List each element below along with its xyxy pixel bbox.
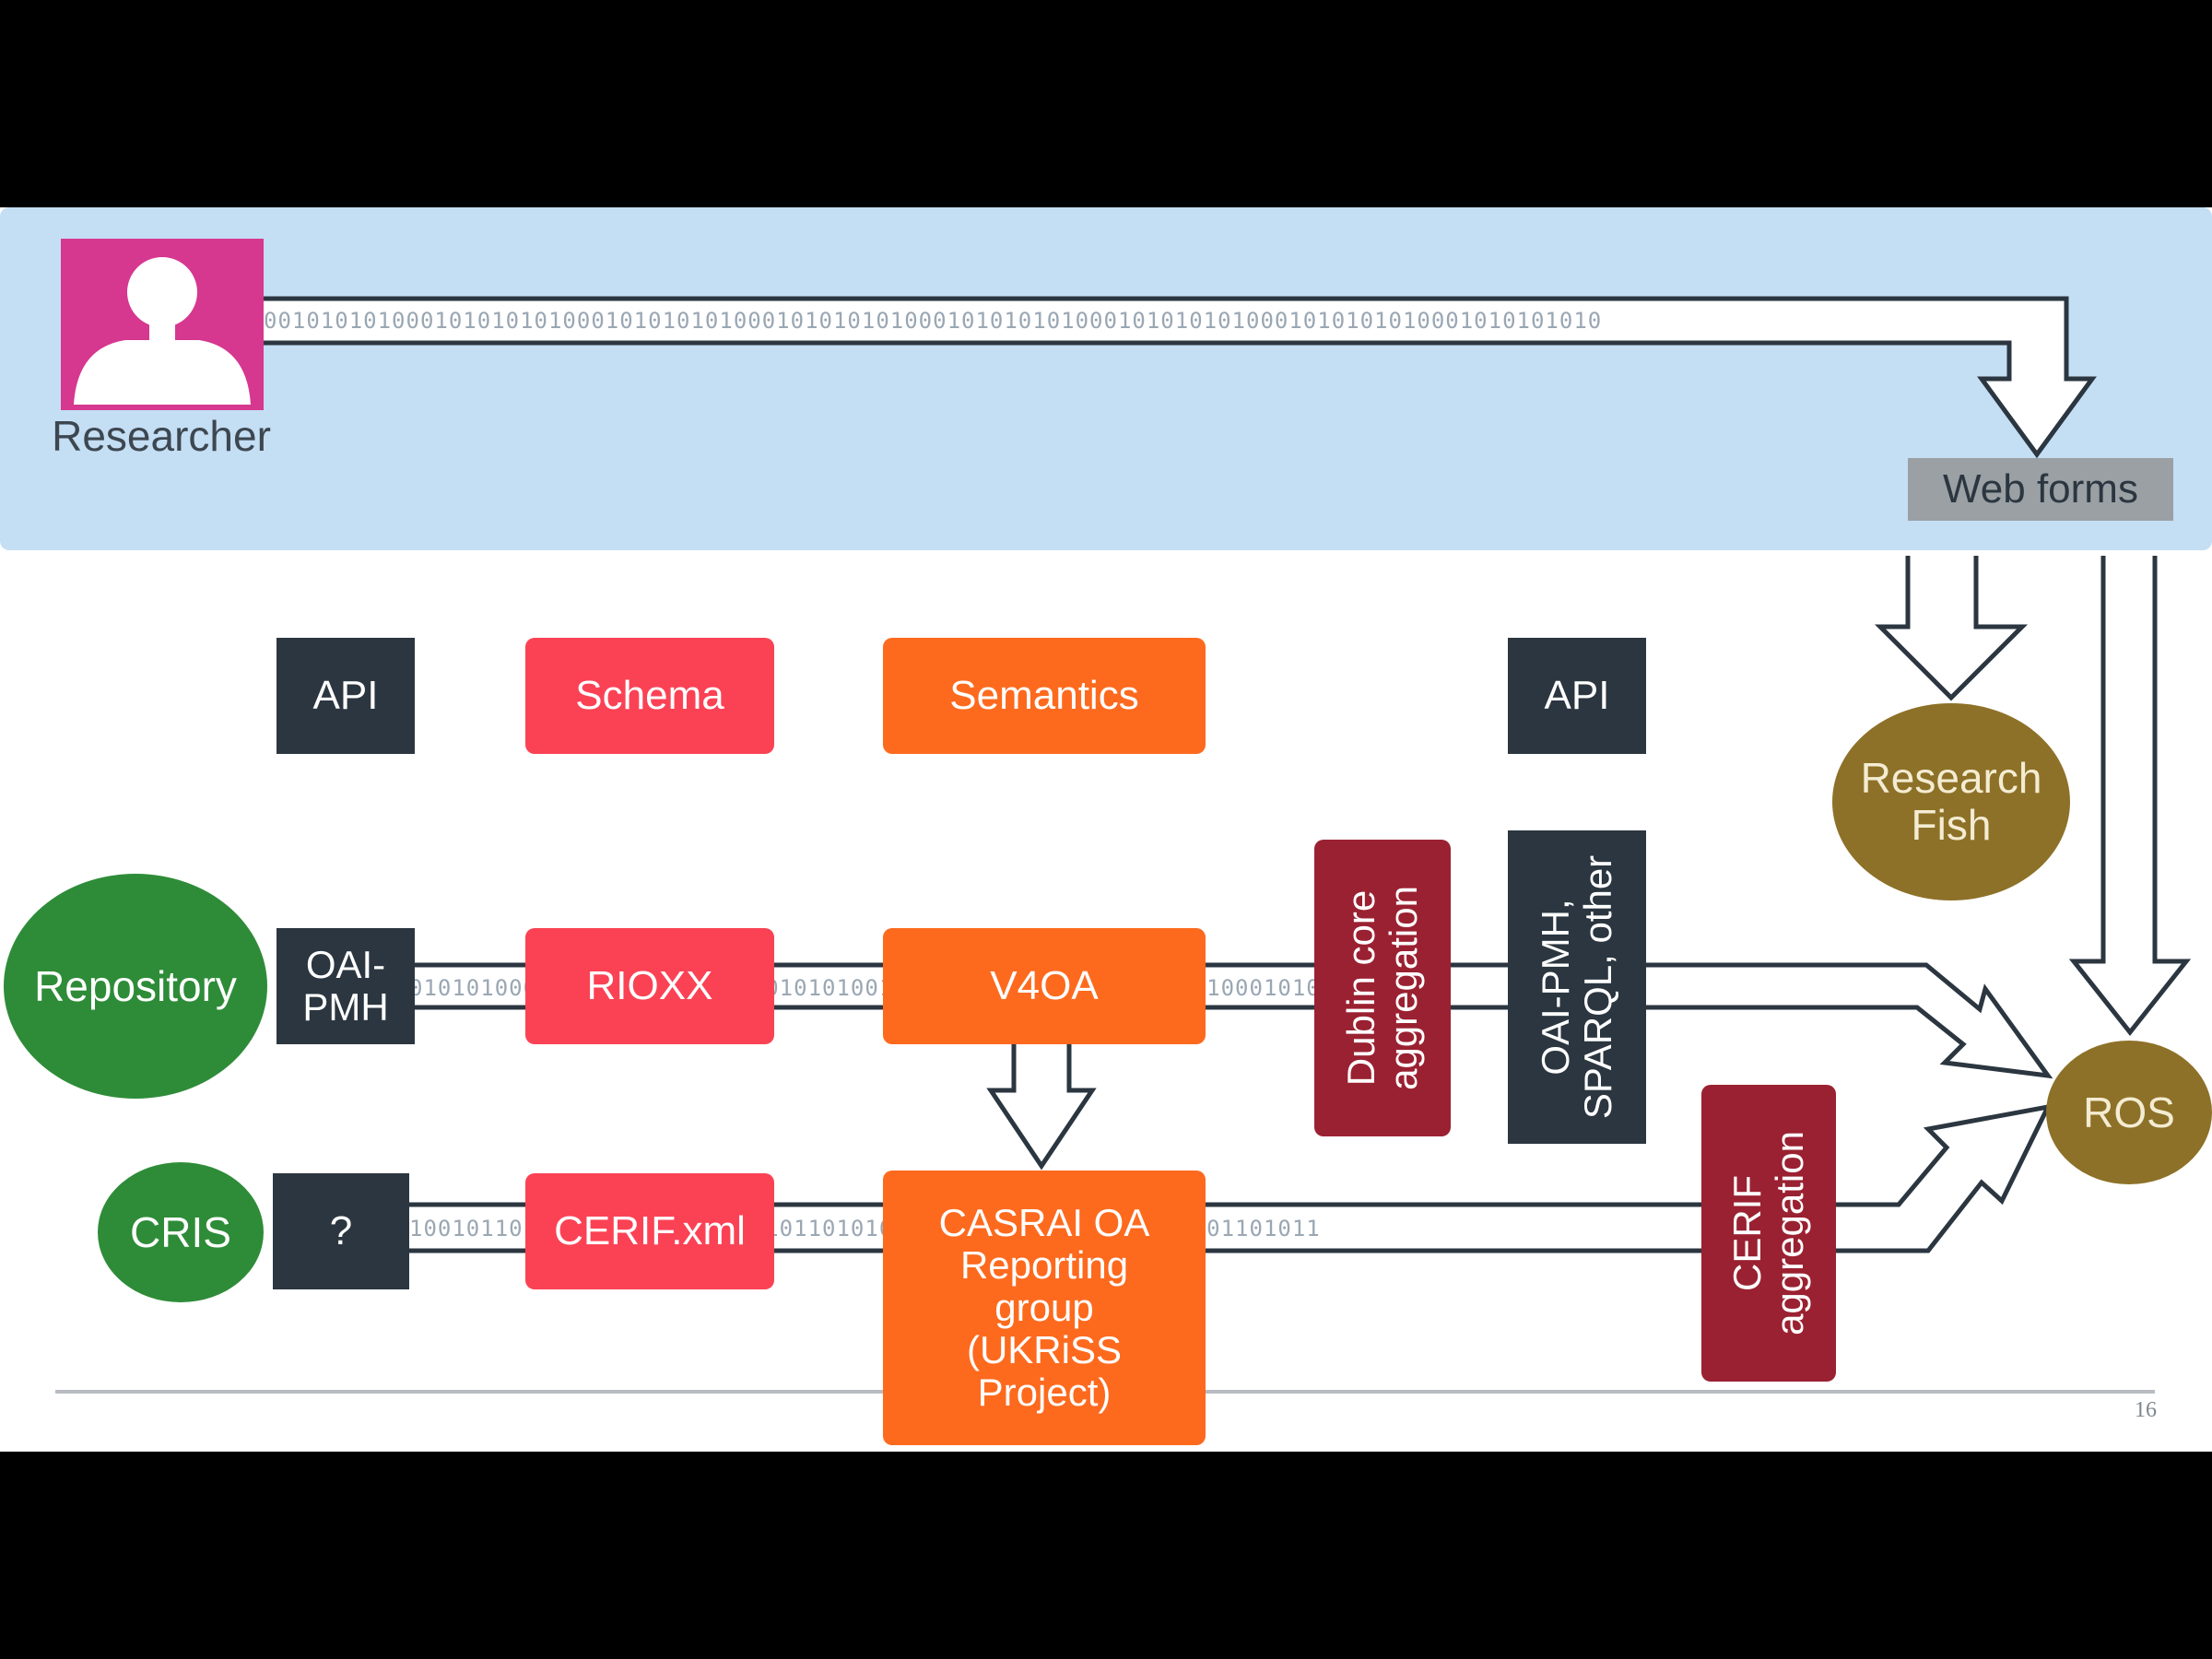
- oai-sparql-box: OAI-PMH,SPARQL, other: [1508, 830, 1646, 1144]
- arrow-researcher-to-webforms: [257, 296, 2097, 459]
- header-schema: Schema: [525, 638, 774, 754]
- researcher-label: Researcher: [52, 411, 271, 460]
- slide: 0010101010001010101010001010101010001010…: [0, 207, 2212, 1452]
- oai-sparql-label: OAI-PMH,SPARQL, other: [1533, 854, 1619, 1120]
- cris-protocol-box: ?: [273, 1173, 409, 1289]
- rioxx-box: RIOXX: [525, 928, 774, 1044]
- casrai-box: CASRAI OA Reporting group (UKRiSS Projec…: [883, 1171, 1206, 1445]
- research-fish-node: Research Fish: [1832, 703, 2070, 900]
- arrow-webforms-to-ros: [2068, 556, 2192, 1037]
- arrow-v4oa-to-casrai: [986, 1041, 1097, 1171]
- v4oa-box: V4OA: [883, 928, 1206, 1044]
- repository-protocol-box: OAI- PMH: [276, 928, 415, 1044]
- header-api-left: API: [276, 638, 415, 754]
- repository-node: Repository: [4, 874, 267, 1099]
- header-semantics: Semantics: [883, 638, 1206, 754]
- research-fish-label: Research Fish: [1860, 754, 2042, 849]
- arrow-webforms-to-research-fish: [1874, 556, 2029, 701]
- ros-node: ROS: [2046, 1041, 2212, 1184]
- bits-top: 0010101010001010101010001010101010001010…: [264, 308, 1602, 334]
- web-forms-box: Web forms: [1908, 458, 2173, 521]
- researcher-band: [0, 207, 2212, 550]
- cerif-xml-box: CERIF.xml: [525, 1173, 774, 1289]
- researcher-icon: [61, 239, 264, 410]
- page-number: 16: [2135, 1398, 2157, 1422]
- header-api-right: API: [1508, 638, 1646, 754]
- cris-node: CRIS: [98, 1162, 264, 1302]
